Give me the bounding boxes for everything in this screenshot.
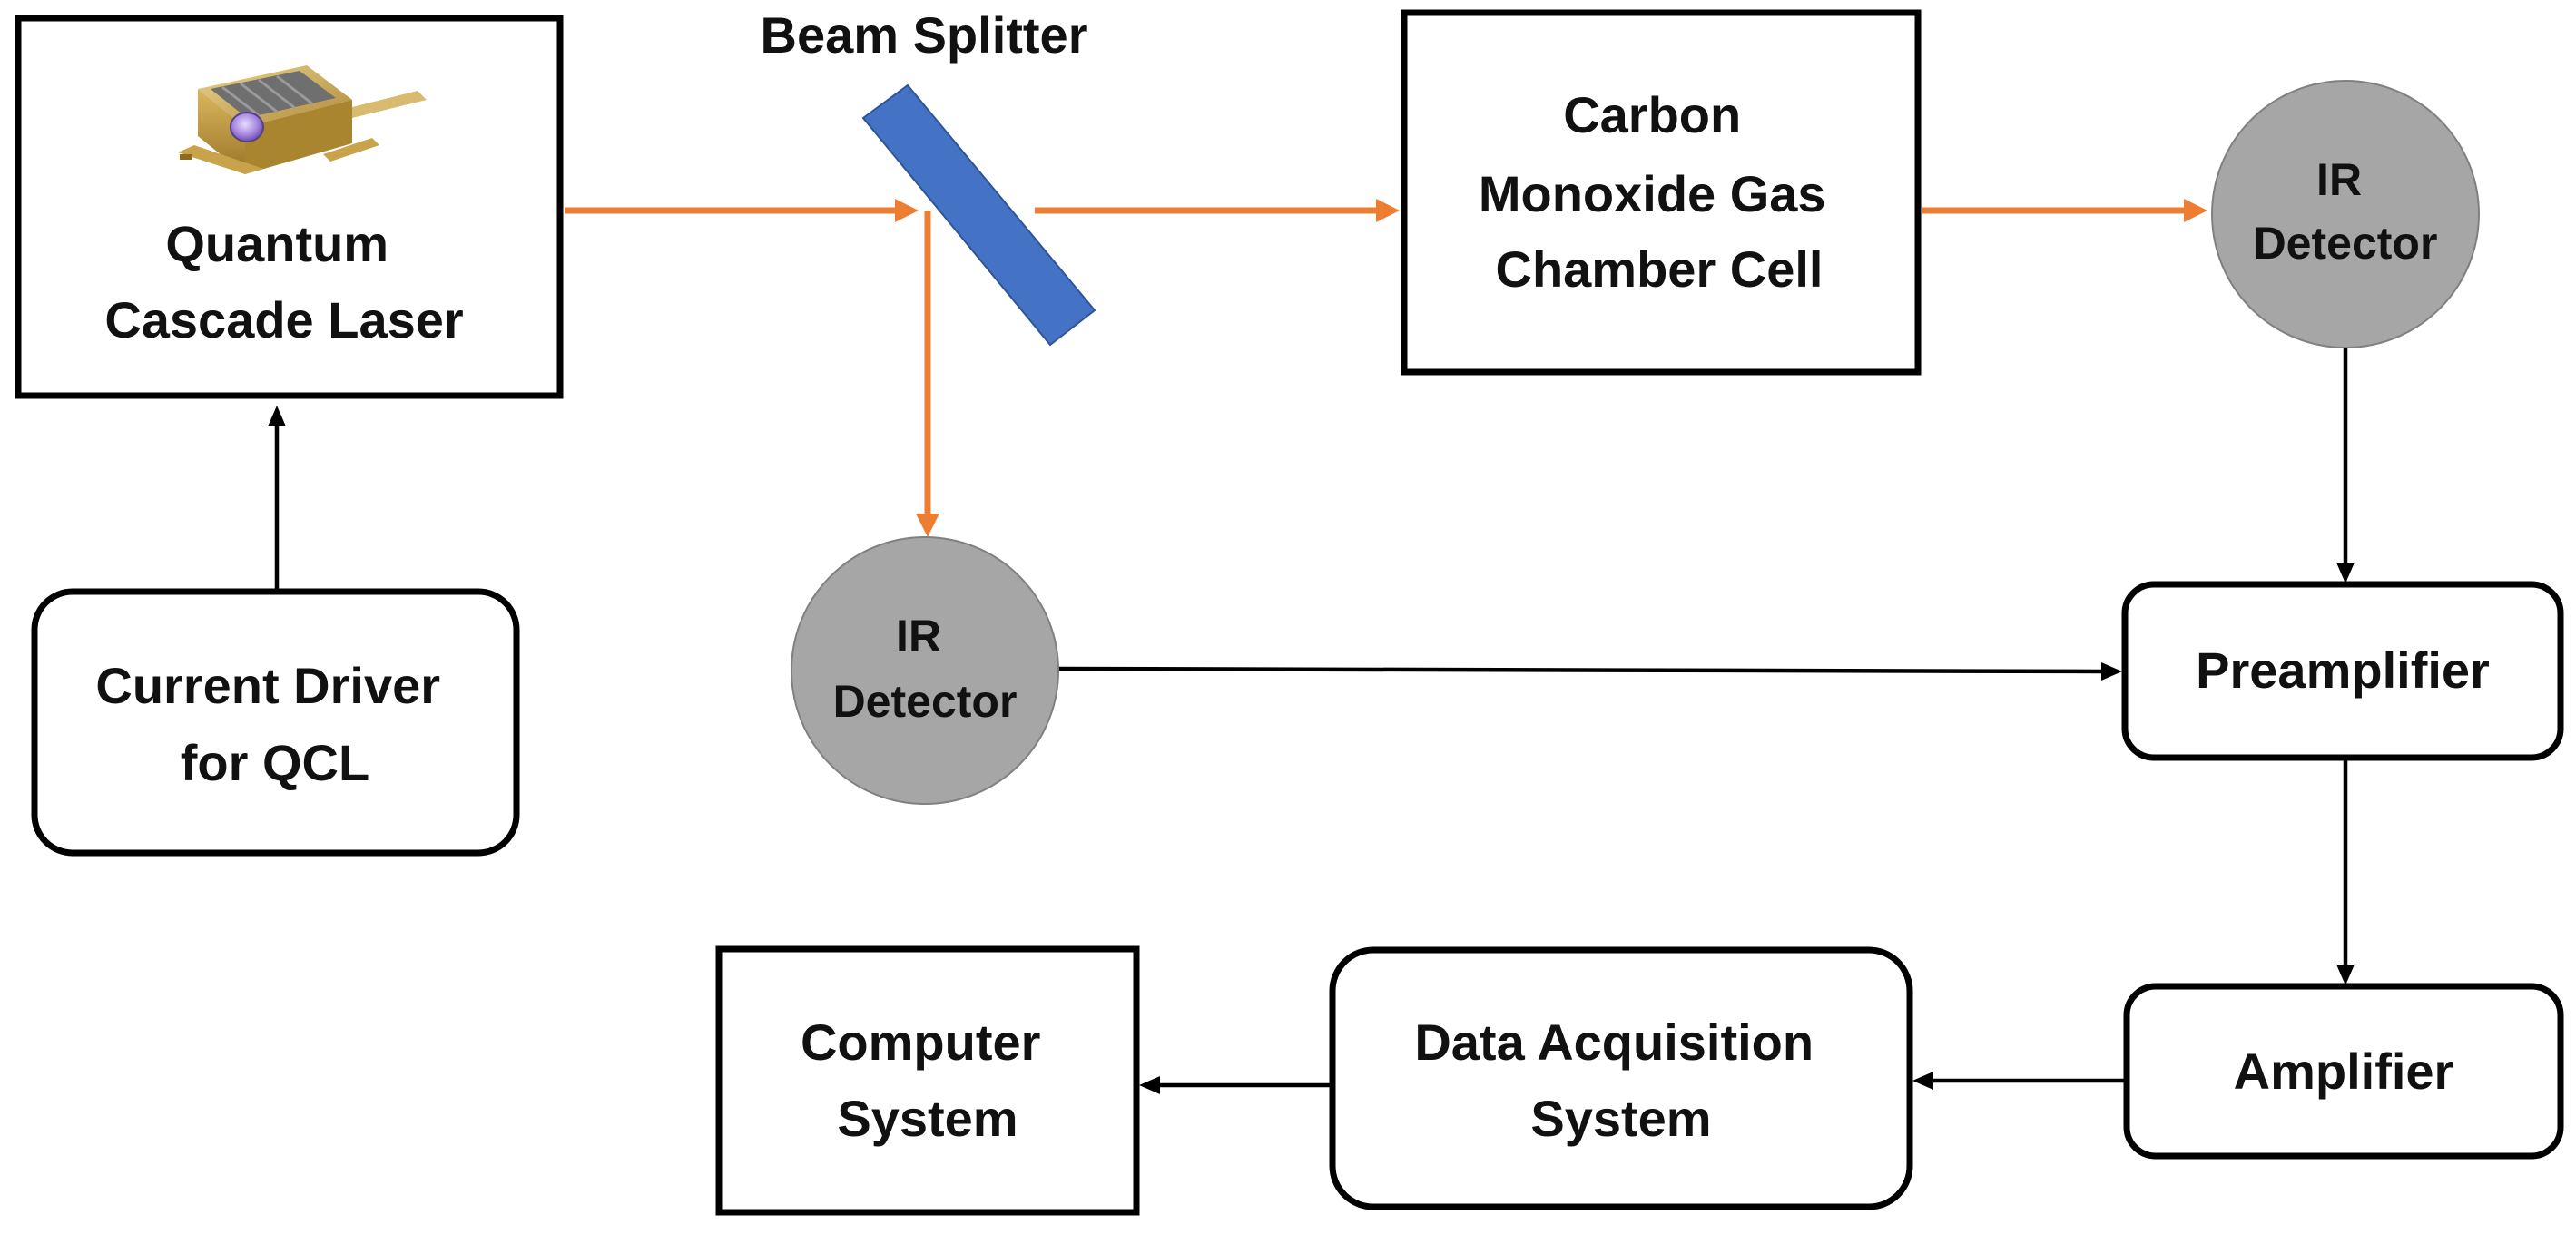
data-acquisition-node: Data Acquisition System [1329,946,1913,1210]
qcl-node: Quantum Cascade Laser [15,15,564,399]
signal-ref-detector-to-preamp [1057,666,2102,674]
signal-paths [268,345,2355,1094]
beam-arrowhead-ref-detector [916,514,939,537]
arrowhead-amp [2336,965,2355,985]
amplifier-box [2123,983,2564,1160]
preamplifier-box [2121,581,2564,761]
preamplifier-label: Preamplifier [2196,641,2490,699]
gas-cell-box [1401,9,1922,376]
preamplifier-node: Preamplifier [2121,581,2564,761]
beam-splitter-plate [861,83,1096,347]
ir-detector-top-label: IR Detector [2254,154,2438,269]
amplifier-node: Amplifier [2123,983,2564,1160]
laser-beam-paths [565,199,2207,537]
arrowhead-computer [1139,1076,1160,1094]
amplifier-label: Amplifier [2234,1043,2454,1100]
computer-label: Computer System [801,1014,1055,1147]
current-driver-label: Current Driver for QCL [95,657,454,791]
current-driver-box [31,588,520,857]
beam-arrowhead-detector-top [2184,199,2207,222]
current-driver-node: Current Driver for QCL [31,588,520,857]
gas-cell-node: Carbon Monoxide Gas Chamber Cell [1401,9,1922,376]
data-acquisition-label: Data Acquisition System [1414,1014,1827,1147]
beam-splitter-label: Beam Splitter [761,6,1088,64]
ir-detector-ref-label: IR Detector [833,611,1018,727]
computer-node: Computer System [715,945,1140,1216]
ir-detector-top-circle [2211,80,2480,348]
arrowhead-preamp-top [2336,563,2355,583]
ir-detector-ref-circle [791,536,1059,805]
arrowhead-preamp-left [2101,662,2122,681]
data-acquisition-box [1329,946,1913,1210]
ir-detector-top-node: IR Detector [2211,80,2480,348]
computer-box [715,945,1140,1216]
gas-cell-label: Carbon Monoxide Gas Chamber Cell [1479,86,1840,298]
ir-detector-ref-node: IR Detector [791,536,1059,805]
arrowhead-daq [1912,1072,1933,1090]
beam-arrowhead-splitter [895,199,919,222]
arrowhead-qcl [268,406,286,426]
qcl-label: Quantum Cascade Laser [104,215,463,348]
beam-splitter-node: Beam Splitter [761,6,1096,347]
beam-arrowhead-cell [1376,199,1400,222]
qcl-module-icon [178,65,427,174]
